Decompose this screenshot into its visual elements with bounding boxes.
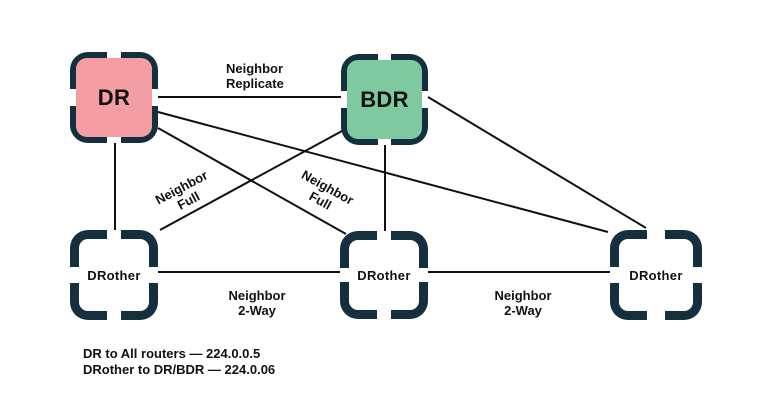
node-label-drother: DRother bbox=[629, 267, 683, 283]
bracket-corner-icon bbox=[665, 230, 702, 267]
bracket-corner-icon bbox=[121, 106, 158, 143]
bracket-corner-icon bbox=[341, 54, 378, 91]
node-fill: DRother bbox=[346, 237, 422, 313]
node-drother-2: DRother bbox=[340, 231, 428, 319]
node-label-drother: DRother bbox=[87, 267, 141, 283]
node-drother-3: DRother bbox=[610, 230, 702, 320]
edge-line-dr-drother3 bbox=[157, 111, 609, 233]
caption-line-drother: DRother to DR/BDR — 224.0.06 bbox=[83, 362, 276, 377]
multicast-caption: DR to All routers — 224.0.0.5 DRother to… bbox=[83, 346, 275, 378]
node-bdr: BDR bbox=[341, 54, 428, 145]
bracket-corner-icon bbox=[665, 283, 702, 320]
node-fill: DRother bbox=[76, 236, 152, 314]
bracket-corner-icon bbox=[70, 106, 107, 143]
edge-label-neighbor-2way-right: Neighbor 2-Way bbox=[494, 288, 552, 318]
bracket-corner-icon bbox=[341, 108, 378, 145]
node-fill: DRother bbox=[616, 236, 696, 314]
node-drother-1: DRother bbox=[70, 230, 158, 320]
bracket-corner-icon bbox=[70, 230, 107, 267]
bracket-corner-icon bbox=[391, 282, 428, 319]
edge-line-bdr-drother3 bbox=[427, 96, 647, 229]
bracket-corner-icon bbox=[391, 108, 428, 145]
bracket-corner-icon bbox=[610, 283, 647, 320]
bracket-corner-icon bbox=[70, 52, 107, 89]
bracket-corner-icon bbox=[610, 230, 647, 267]
bracket-corner-icon bbox=[340, 282, 377, 319]
edge-label-neighbor-2way-left: Neighbor 2-Way bbox=[228, 288, 286, 318]
edge-label-neighbor-replicate: Neighbor Replicate bbox=[226, 61, 284, 91]
node-dr: DR bbox=[70, 52, 158, 143]
caption-line-dr: DR to All routers — 224.0.0.5 bbox=[83, 346, 261, 361]
bracket-corner-icon bbox=[70, 283, 107, 320]
bracket-corner-icon bbox=[391, 231, 428, 268]
bracket-corner-icon bbox=[121, 283, 158, 320]
node-label-bdr: BDR bbox=[360, 86, 409, 112]
bracket-corner-icon bbox=[121, 52, 158, 89]
bracket-corner-icon bbox=[391, 54, 428, 91]
node-fill: DR bbox=[76, 58, 152, 137]
bracket-corner-icon bbox=[340, 231, 377, 268]
node-fill: BDR bbox=[347, 60, 422, 139]
node-label-drother: DRother bbox=[357, 267, 411, 283]
edge-line-bdr-drother1 bbox=[159, 130, 343, 231]
node-label-dr: DR bbox=[97, 84, 131, 110]
bracket-corner-icon bbox=[121, 230, 158, 267]
